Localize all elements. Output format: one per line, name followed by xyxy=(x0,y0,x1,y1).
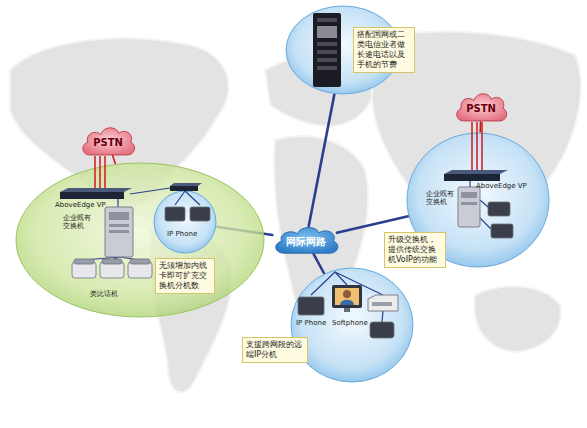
illustration-part xyxy=(298,297,324,315)
illustration-part xyxy=(461,202,477,205)
device-label: IP Phone xyxy=(167,230,197,238)
cloud-node: PSTN xyxy=(78,122,138,160)
bubble-shape xyxy=(15,162,265,318)
illustration-part xyxy=(481,122,483,172)
illustration-part xyxy=(476,122,478,172)
illustration-part xyxy=(474,286,561,352)
illustration-part xyxy=(130,188,170,194)
illustration-part xyxy=(458,187,480,227)
illustration-part xyxy=(94,156,96,190)
telephones xyxy=(72,202,513,338)
cloud-label: PSTN xyxy=(93,137,123,149)
illustration-part xyxy=(471,122,473,172)
illustration-part xyxy=(99,156,101,190)
network-bubble: AboveEdge VP 企业既有交换机类比话机 无须增加内线卡即可扩充交换机分机数… xyxy=(15,162,265,318)
illustration-part xyxy=(175,191,200,205)
bubble-shape xyxy=(153,190,217,254)
illustration-part xyxy=(109,212,129,220)
device-label: Softphone xyxy=(332,319,368,327)
illustration-part xyxy=(317,58,337,62)
outline xyxy=(83,128,135,155)
illustration-part xyxy=(190,207,210,221)
illustration-part xyxy=(332,285,362,308)
network-bubble: IP Phone xyxy=(153,190,217,254)
cloud-node: 网际网路 xyxy=(270,222,342,258)
illustration-part xyxy=(104,156,106,190)
note-box: 支援跨网段的远端IP分机 xyxy=(242,337,308,363)
cloud-label: PSTN xyxy=(466,103,496,115)
outline xyxy=(276,228,338,254)
aboveedge-device xyxy=(60,170,508,199)
illustration-part xyxy=(170,186,198,191)
illustration-part xyxy=(130,259,150,264)
pbx-cabinet xyxy=(105,187,480,257)
device-label: AboveEdge VP xyxy=(55,201,106,209)
server-rack xyxy=(313,13,341,87)
illustration-part xyxy=(74,259,94,264)
cloud-node: PSTN xyxy=(452,88,510,126)
outline xyxy=(457,94,507,121)
network-bubble: IP PhoneSoftphone支援跨网段的远端IP分机 xyxy=(290,267,414,383)
illustration-part xyxy=(165,207,185,221)
illustration-part xyxy=(461,192,477,198)
network-link xyxy=(309,94,335,226)
network-link xyxy=(113,156,116,164)
note-box: 无须增加内线卡即可扩充交换机分机数 xyxy=(155,258,215,294)
illustration-part xyxy=(60,192,124,199)
note-box: 升级交换机，提供传统交换机VoIP的功能 xyxy=(384,232,446,268)
illustration-part xyxy=(469,180,470,187)
network-link xyxy=(313,254,324,274)
network-link xyxy=(337,216,408,233)
fax-device xyxy=(368,295,398,311)
network-link xyxy=(479,122,481,132)
illustration-part xyxy=(60,188,132,192)
illustration-part xyxy=(372,302,392,306)
illustration-part xyxy=(344,308,350,312)
note-box: 搭配国网或二类电信业者做长途电话以及手机的节费 xyxy=(353,27,415,73)
pstn-wires xyxy=(95,122,482,190)
device-label: 企业既有交换机 xyxy=(63,214,97,231)
illustration-part xyxy=(170,183,202,186)
outline xyxy=(291,268,413,382)
illustration-part xyxy=(317,18,337,22)
outline xyxy=(16,163,264,317)
illustration-part xyxy=(109,224,129,227)
illustration-part xyxy=(382,311,383,322)
illustration-part xyxy=(444,174,500,181)
illustration-part xyxy=(340,300,354,305)
illustration-part xyxy=(105,207,133,257)
device-label: 类比话机 xyxy=(90,290,118,298)
illustration-part xyxy=(117,199,118,207)
local-wires xyxy=(84,180,491,322)
outline xyxy=(154,191,216,253)
device-label: AboveEdge VP xyxy=(476,182,527,190)
network-bubble: 搭配国网或二类电信业者做长途电话以及手机的节费 xyxy=(285,5,401,95)
illustration-part xyxy=(368,295,398,311)
device-label: IP Phone xyxy=(296,319,326,327)
continents xyxy=(10,32,581,393)
illustration-part xyxy=(317,50,337,54)
illustration-part xyxy=(313,13,341,87)
illustration-part xyxy=(488,202,510,216)
softphone-monitor xyxy=(332,285,362,312)
cloud-label: 网际网路 xyxy=(286,236,326,248)
illustration-part xyxy=(335,288,359,305)
illustration-part xyxy=(491,224,513,238)
illustration-part xyxy=(317,66,337,70)
illustration-part xyxy=(317,42,337,46)
illustration-part xyxy=(109,230,129,233)
illustration-part xyxy=(343,290,351,298)
illustration-part xyxy=(370,322,394,338)
illustration-part xyxy=(317,26,337,38)
device-label: 企业既有交换机 xyxy=(426,190,456,207)
illustration-part xyxy=(444,170,508,174)
illustration-part xyxy=(102,259,122,264)
